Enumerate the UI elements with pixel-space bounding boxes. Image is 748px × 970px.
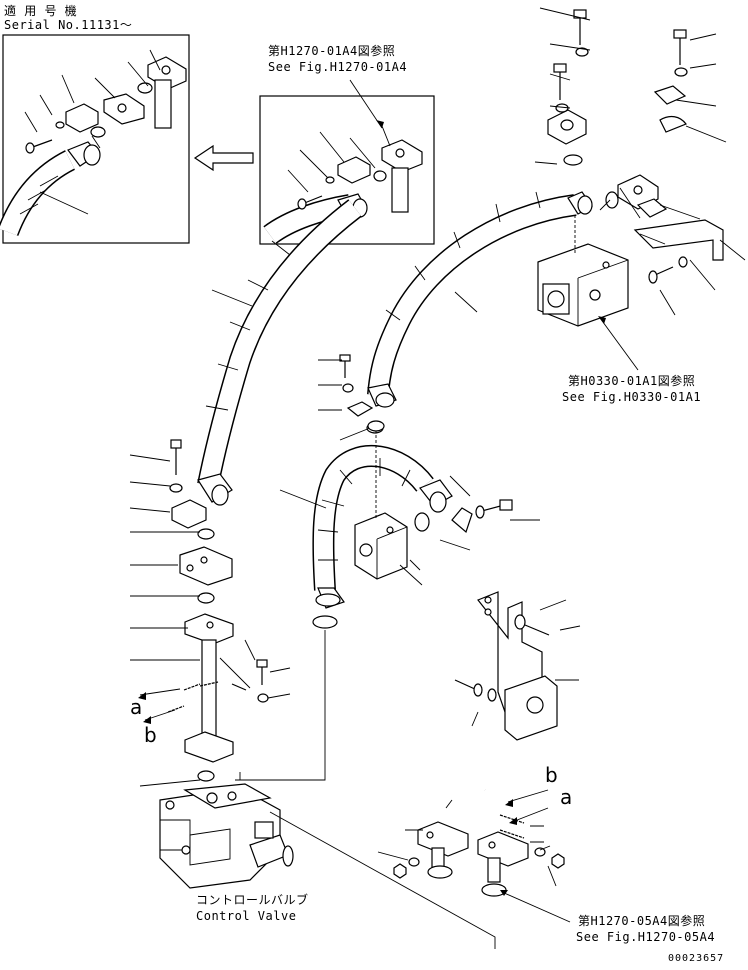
drawing-number: 00023657 <box>668 953 725 964</box>
reference-h1270-05a4-en: See Fig.H1270-05A4 <box>576 930 716 944</box>
lower-right-pipes <box>377 759 571 923</box>
serial-variant-inset <box>0 34 190 244</box>
upper-right-pipe-assembly <box>534 7 746 371</box>
reference-h0330-01a1-en: See Fig.H0330-01A1 <box>562 390 702 404</box>
applicable-serial-header-en: Serial No.11131～ <box>4 18 133 32</box>
center-u-hose <box>235 420 540 781</box>
left-flange-stack <box>129 439 291 787</box>
arrow-marker-b-left: b <box>144 723 158 747</box>
applicable-serial-header-jp: 適 用 号 機 <box>4 4 78 18</box>
control-valve-label-jp: コントロールバルブ <box>196 893 309 907</box>
control-valve-label-en: Control Valve <box>196 909 297 923</box>
arrow-marker-a-right: a <box>560 785 573 809</box>
hose-assembly-right <box>367 191 593 408</box>
reference-h1270-01a4-en: See Fig.H1270-01A4 <box>268 60 408 74</box>
hollow-left-arrow-icon <box>193 144 254 172</box>
arrow-marker-b-right: b <box>545 763 559 787</box>
hose-assembly-left <box>197 199 362 506</box>
arrow-marker-a-left: a <box>130 695 143 719</box>
control-valve <box>159 772 496 949</box>
reference-h1270-05a4-jp: 第H1270-05A4図参照 <box>578 914 706 928</box>
right-bracket-assembly <box>409 559 581 741</box>
reference-h0330-01a1-jp: 第H0330-01A1図参照 <box>568 374 696 388</box>
reference-h1270-01a4-jp: 第H1270-01A4図参照 <box>268 44 396 58</box>
